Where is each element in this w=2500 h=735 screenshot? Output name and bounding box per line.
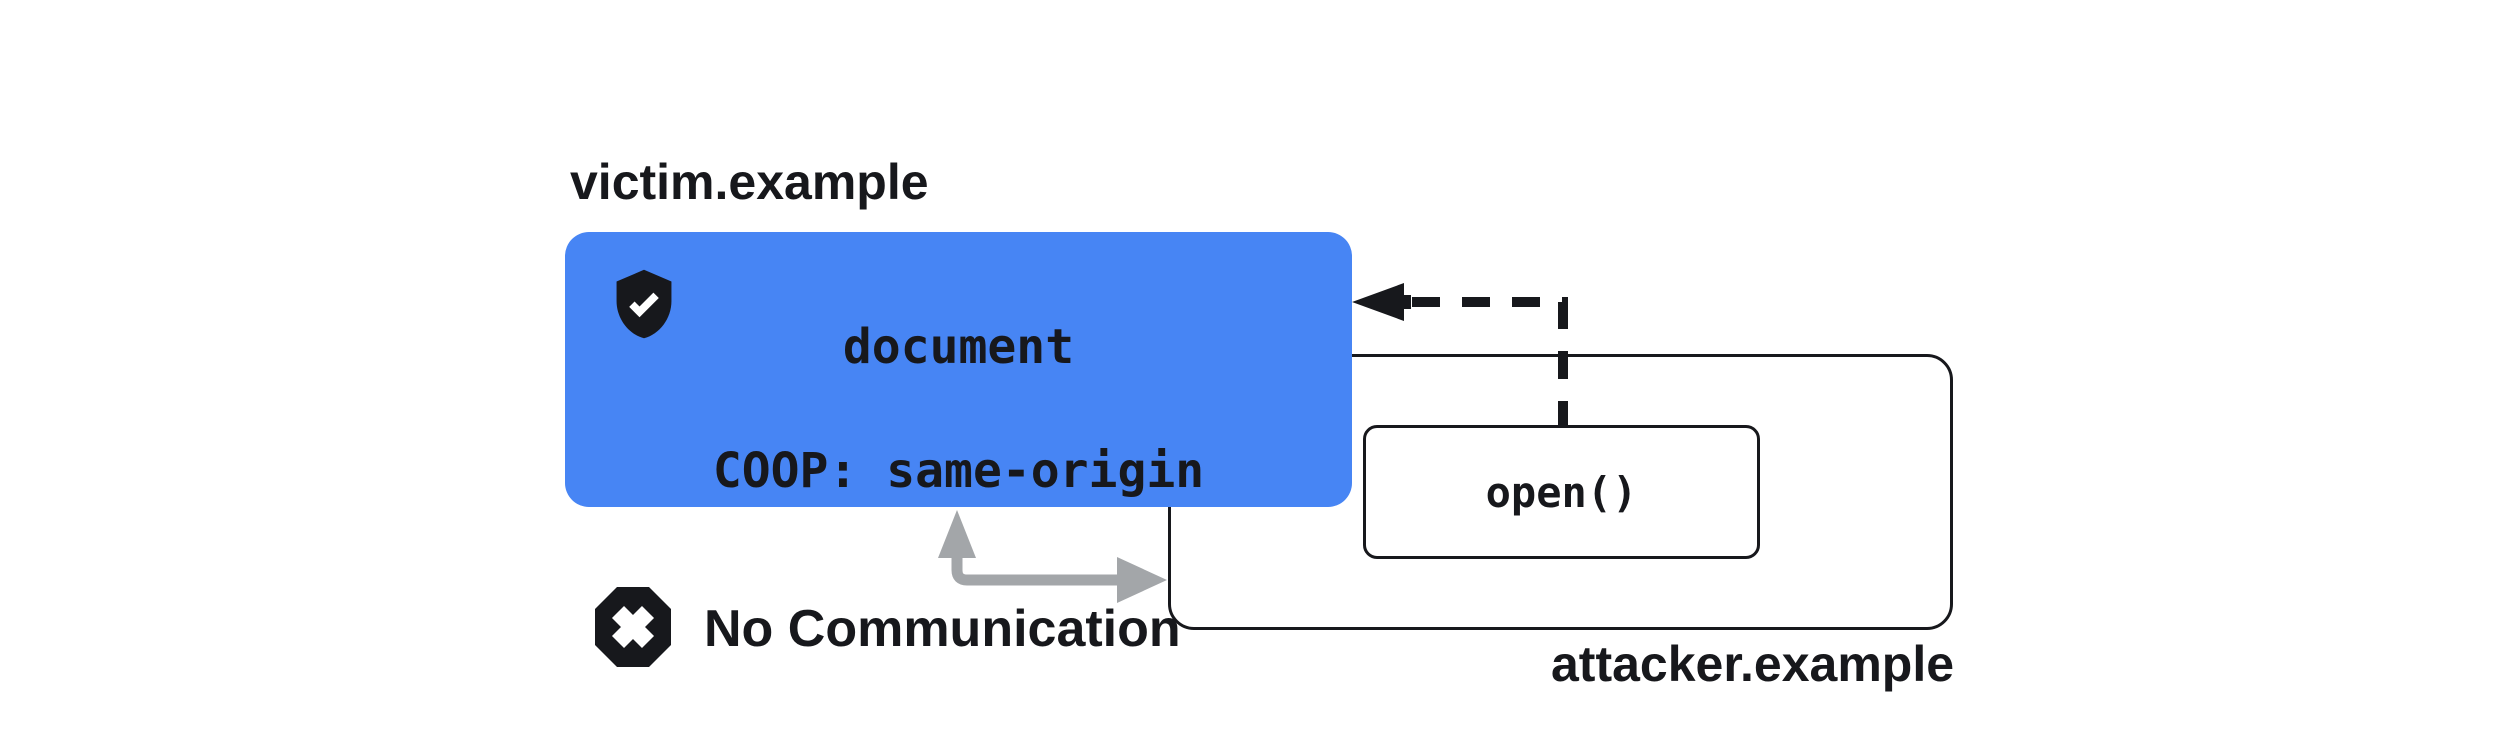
octagon-x-icon (595, 587, 671, 667)
no-communication-label: No Communication (704, 600, 1181, 658)
document-line: document (842, 319, 1075, 375)
document-coop-text: document COOP: same-origin (565, 316, 1352, 502)
open-call-box: open() (1363, 425, 1760, 559)
open-call-label: open() (1485, 467, 1638, 517)
no-communication-callout: No Communication (594, 586, 1194, 676)
shield-check-icon (616, 269, 672, 339)
attacker-domain-label: attacker.example (1551, 636, 1955, 692)
victim-domain-label: victim.example (570, 154, 929, 210)
coop-header-line: COOP: same-origin (712, 443, 1205, 499)
victim-document-box: document COOP: same-origin (565, 232, 1352, 507)
